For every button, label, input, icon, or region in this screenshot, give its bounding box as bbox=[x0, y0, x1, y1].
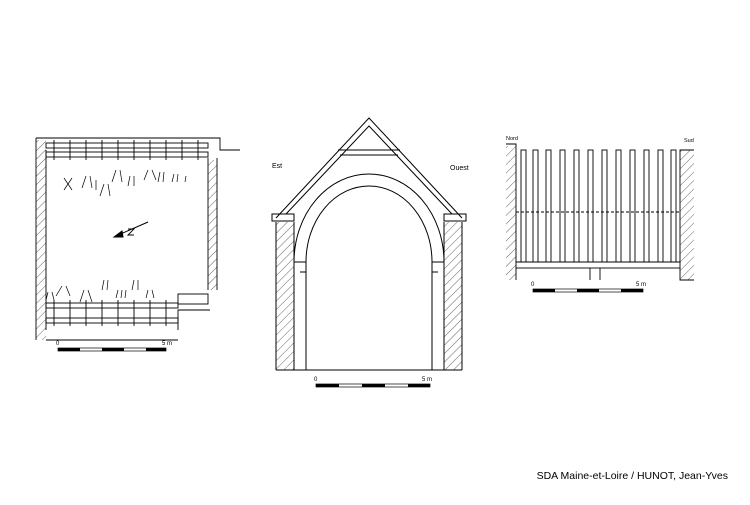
elevation-wall-left-hatch bbox=[506, 146, 516, 280]
plan-scale-bar: 0 5 m bbox=[56, 341, 172, 352]
section-scale-end: 5 m bbox=[422, 377, 432, 383]
plan-bottom-beams bbox=[45, 293, 209, 326]
elevation-label-south: Sud bbox=[684, 138, 694, 144]
section-wall-right-hatch bbox=[444, 222, 462, 370]
section-outline bbox=[271, 117, 467, 371]
section-scale-start: 0 bbox=[314, 377, 318, 383]
plan-top-beams bbox=[45, 140, 209, 160]
section-label-east: Est bbox=[272, 163, 282, 170]
elevation-outline bbox=[506, 143, 694, 281]
north-arrow-icon bbox=[112, 221, 149, 238]
elevation-scale-start: 0 bbox=[531, 282, 535, 288]
elevation-scale-end: 5 m bbox=[636, 282, 646, 288]
cross-section: Est Ouest 0 5 m bbox=[271, 117, 469, 388]
plan-outline bbox=[35, 137, 240, 341]
elevation-rafters bbox=[520, 149, 677, 263]
plan-stone-marks bbox=[45, 169, 187, 303]
floor-plan: 0 5 m bbox=[35, 137, 240, 352]
section-label-west: Ouest bbox=[450, 165, 469, 172]
elevation-wall-right-hatch bbox=[680, 150, 694, 280]
section-wall-left-hatch bbox=[276, 222, 294, 370]
plan-wall-left bbox=[36, 140, 46, 340]
plan-wall-right bbox=[208, 160, 217, 290]
elevation-scale-bar: 0 5 m bbox=[531, 282, 646, 293]
plan-scale-end: 5 m bbox=[162, 341, 172, 347]
rafter-elevation: Nord Sud 0 5 m bbox=[506, 136, 694, 293]
elevation-label-north: Nord bbox=[506, 136, 518, 142]
plan-scale-start: 0 bbox=[56, 341, 60, 347]
section-scale-bar: 0 5 m bbox=[314, 377, 432, 388]
credit-caption: SDA Maine-et-Loire / HUNOT, Jean-Yves bbox=[536, 470, 728, 482]
